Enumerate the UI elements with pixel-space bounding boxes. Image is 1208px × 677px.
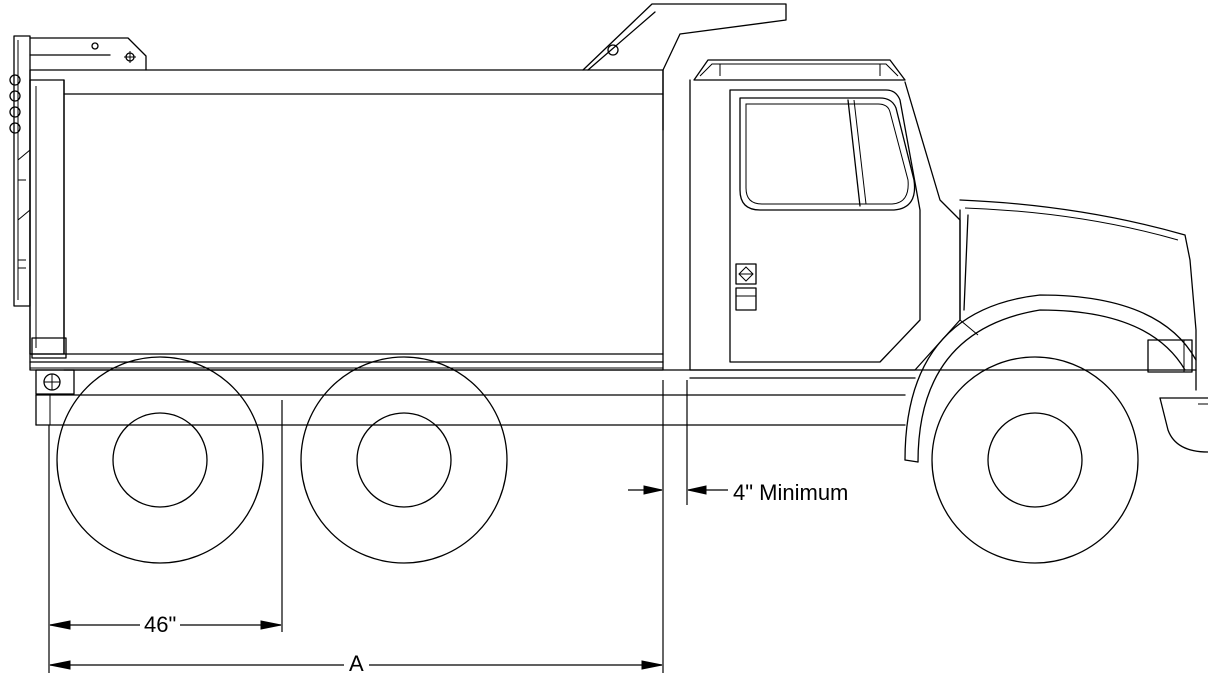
arrow-right-icon [260, 620, 282, 630]
cab-clearance-label: 4" Minimum [733, 480, 849, 505]
cab [689, 59, 961, 379]
chassis-frame [35, 369, 1197, 426]
cab-shield [582, 3, 787, 131]
hood [904, 199, 1208, 463]
arrow-right-icon [643, 485, 663, 495]
front-wheel [931, 356, 1139, 564]
arrow-left-icon [687, 485, 707, 495]
arrow-left-icon [49, 660, 71, 670]
arrow-right-icon [641, 660, 663, 670]
rear-wheel-2 [300, 356, 508, 564]
body-length-label: A [344, 652, 369, 676]
dimension-lines [48, 380, 728, 673]
rear-axle-spacing-label: 46" [140, 613, 181, 637]
dump-body [29, 69, 664, 371]
rear-wheel-1 [56, 356, 264, 564]
tailgate [9, 35, 147, 307]
arrow-left-icon [49, 620, 71, 630]
